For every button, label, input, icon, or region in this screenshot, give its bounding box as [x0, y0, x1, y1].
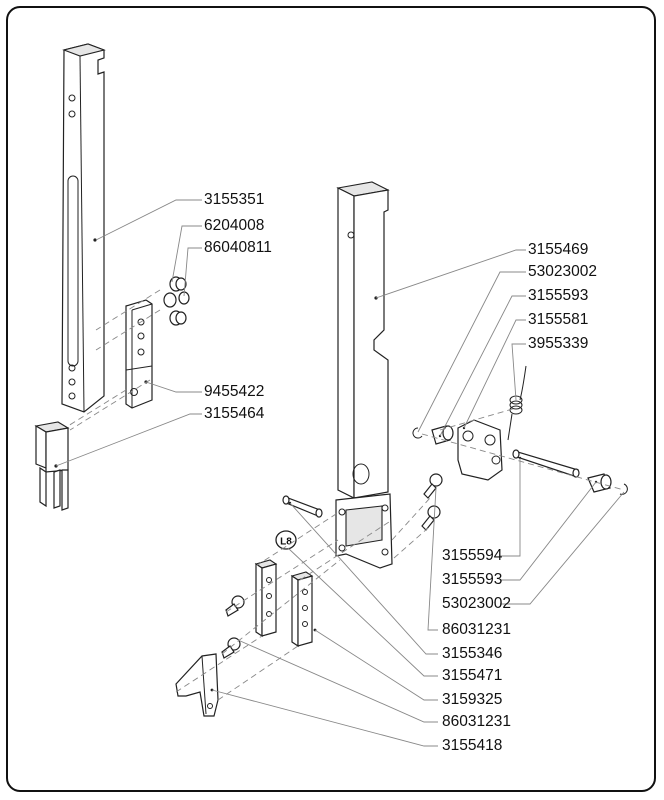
label-part-53023002: 53023002 — [528, 263, 597, 280]
part-bolt-right-2 — [421, 505, 441, 531]
part-bolt-left-2 — [221, 637, 241, 659]
part-plate-3159325 — [290, 571, 317, 648]
label-part-3155346: 3155346 — [442, 645, 503, 662]
label-part-3155469: 3155469 — [528, 241, 589, 258]
label-part-3155593-b: 3155593 — [442, 571, 503, 588]
label-part-3155593: 3155593 — [528, 287, 589, 304]
part-circlip-left — [412, 427, 423, 439]
marker-l8-text: L8 — [280, 537, 292, 548]
marker-l8: L8 — [275, 530, 297, 550]
part-rail-left — [61, 43, 106, 413]
part-plate-3155471 — [254, 559, 278, 638]
label-part-3155594: 3155594 — [442, 547, 503, 564]
part-pin-3155346 — [282, 495, 323, 518]
label-part-86031231-b: 86031231 — [442, 713, 511, 730]
label-part-9455422: 9455422 — [204, 383, 265, 400]
diagram-frame — [6, 6, 656, 792]
label-part-3155351: 3155351 — [204, 191, 265, 208]
part-spring-3955339 — [507, 365, 527, 441]
label-part-86031231: 86031231 — [442, 621, 511, 638]
label-part-53023002-b: 53023002 — [442, 595, 511, 612]
label-part-3155464: 3155464 — [204, 405, 265, 422]
part-bracket-3155418 — [175, 653, 219, 717]
part-bushing-left — [431, 425, 454, 445]
part-clevis-block — [335, 493, 393, 569]
part-plate-9455422 — [125, 299, 153, 409]
part-bolt-left-1 — [225, 595, 245, 617]
label-part-3955339: 3955339 — [528, 335, 589, 352]
label-part-3159325: 3159325 — [442, 691, 503, 708]
label-part-3155471: 3155471 — [442, 667, 503, 684]
leader-lines — [55, 199, 625, 747]
label-part-86040811: 86040811 — [204, 239, 272, 256]
part-fork-3155464 — [34, 421, 70, 511]
label-part-6204008: 6204008 — [204, 217, 265, 234]
label-part-3155581: 3155581 — [528, 311, 589, 328]
assembly-lines — [67, 289, 625, 701]
label-part-3155418: 3155418 — [442, 737, 503, 754]
part-bolt-right-1 — [423, 473, 443, 499]
part-pins-6204008 — [163, 276, 190, 326]
part-shaft-3155594 — [512, 449, 580, 478]
part-rail-main — [336, 181, 390, 499]
